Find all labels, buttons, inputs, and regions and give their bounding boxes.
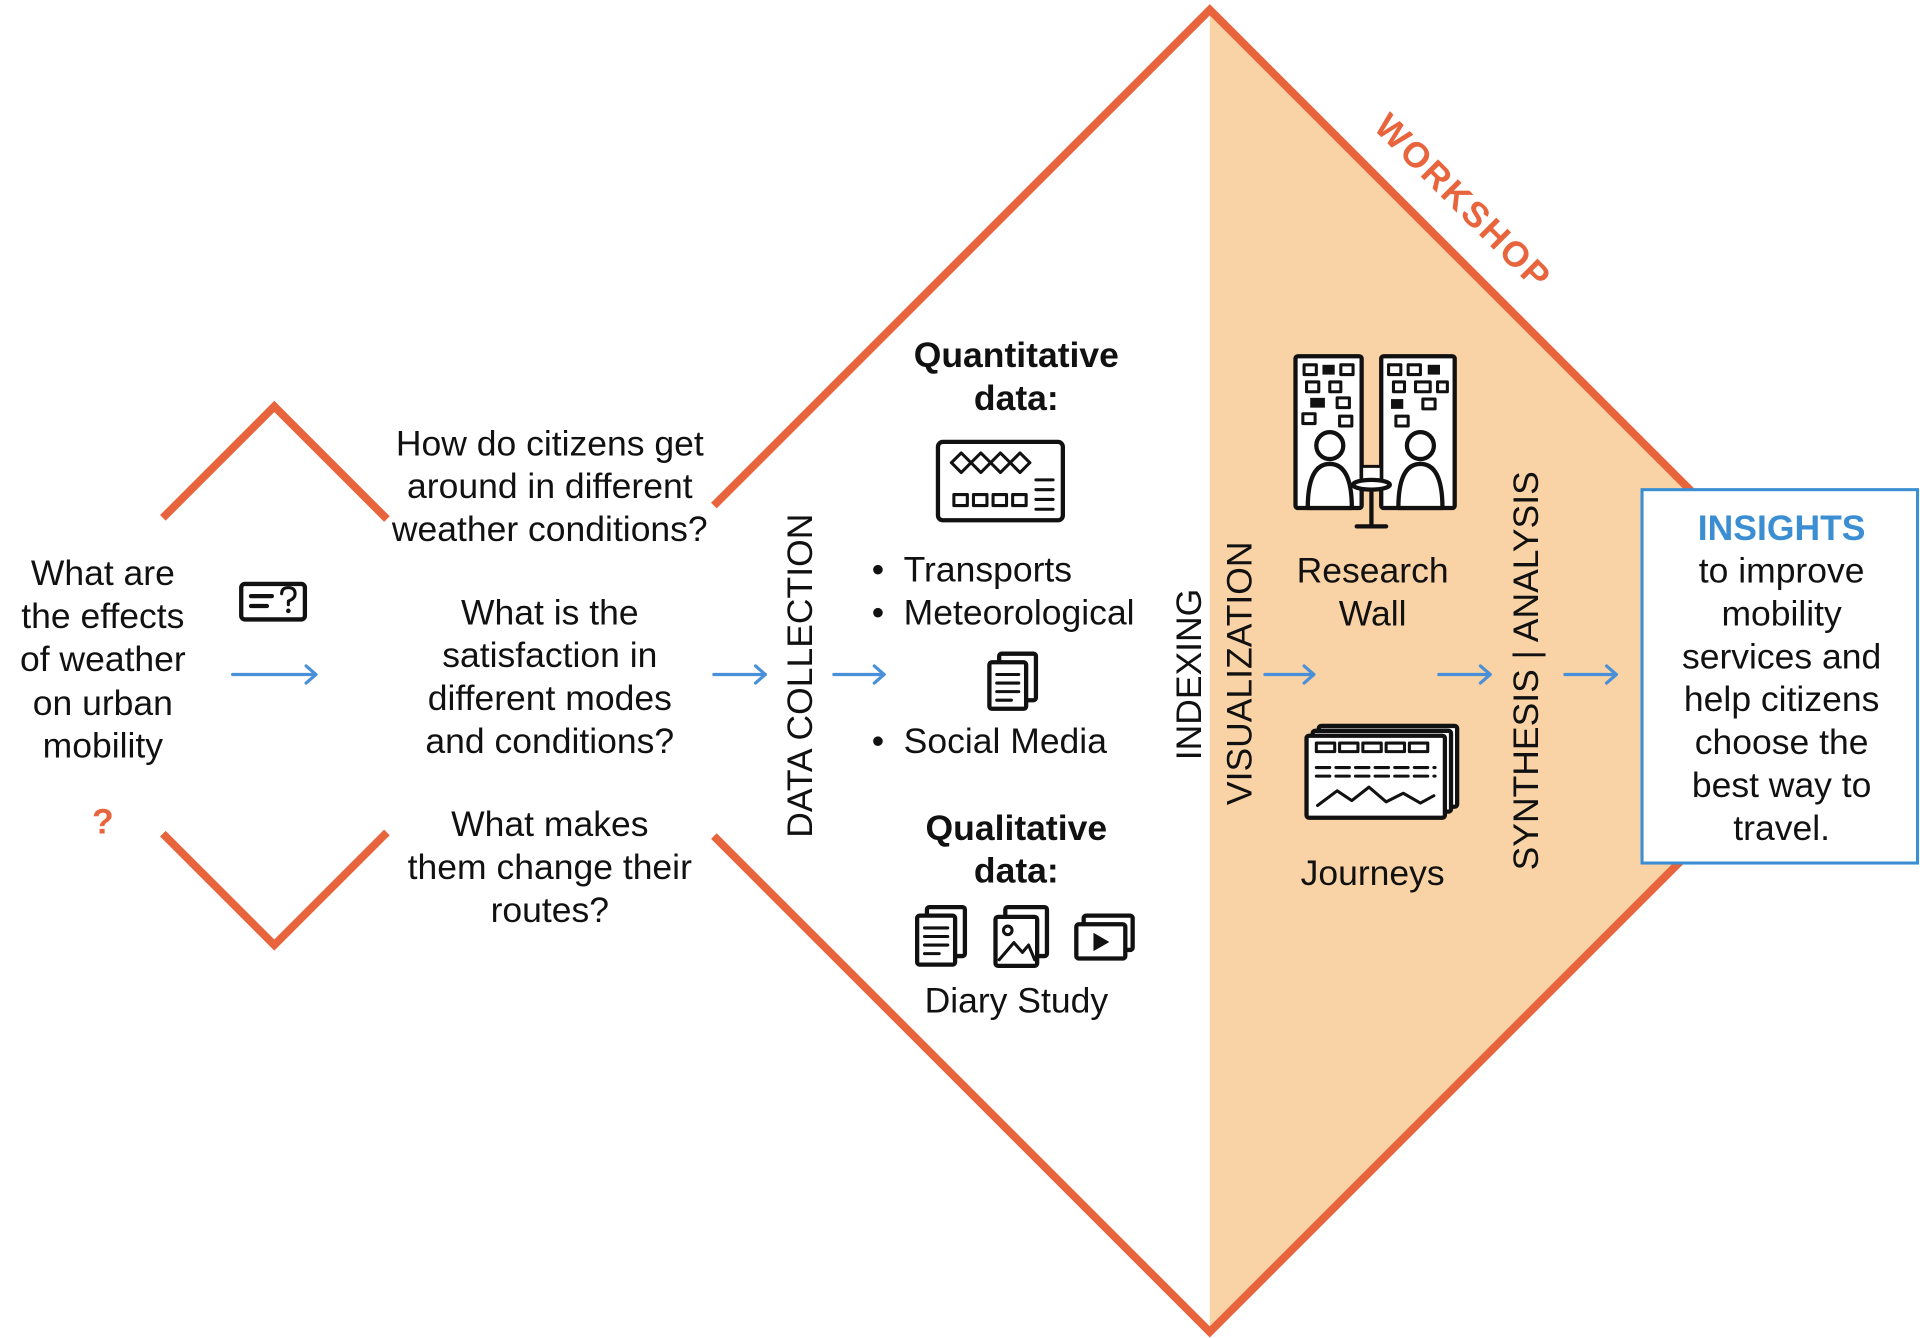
source-transports: Transports — [904, 549, 1072, 589]
question-card-icon — [239, 581, 308, 622]
person — [1314, 429, 1346, 462]
qualitative-title: data: — [974, 851, 1059, 891]
photos-icon — [993, 904, 1050, 968]
source-bullet: • — [872, 721, 884, 761]
sub-question-line: routes? — [491, 890, 609, 930]
synthesis-analysis-label: SYNTHESIS | ANALYSIS — [1506, 471, 1546, 870]
sub-question-line: around in different — [407, 466, 693, 506]
sub-question-line: What is the — [461, 592, 639, 632]
visualization-label: VISUALIZATION — [1219, 541, 1259, 805]
person — [1305, 461, 1354, 511]
insights-line: mobility — [1721, 594, 1842, 634]
insights-title: INSIGHTS — [1698, 508, 1866, 548]
research-question-mark: ? — [92, 802, 114, 842]
research-question: What are the effects of weather on urban… — [20, 553, 186, 841]
insights-frame — [1640, 488, 1920, 865]
journeys-label: Journeys — [1301, 853, 1445, 893]
flow-arrow — [231, 664, 318, 685]
qualitative-title: Qualitative — [926, 808, 1108, 848]
sub-question-line: weather conditions? — [391, 509, 708, 549]
workshop-phase-area — [1209, 9, 1872, 1332]
indexing-label: INDEXING — [1169, 589, 1209, 761]
source-social-media: Social Media — [904, 721, 1108, 761]
dashboard-chart-icon — [935, 439, 1065, 523]
sub-question-line: different modes — [428, 678, 672, 718]
sub-question-line: satisfaction in — [442, 635, 657, 675]
quantitative-title: Quantitative — [914, 335, 1119, 375]
quantitative-title: data: — [974, 378, 1059, 418]
insights-box: INSIGHTS to improve mobility services an… — [1640, 488, 1920, 865]
insights-line: help citizens — [1684, 679, 1879, 719]
videos-icon — [1074, 913, 1135, 961]
research-wall-icon — [1293, 354, 1457, 529]
flow-arrow — [832, 664, 886, 685]
flow-arrow — [1263, 664, 1316, 685]
flow-arrow — [1437, 664, 1492, 685]
insights-line: to improve — [1699, 551, 1865, 591]
sub-question-3: What makes them change their routes? — [408, 804, 692, 930]
research-question-line: on urban — [33, 683, 173, 723]
insights-line: choose the — [1695, 722, 1869, 762]
flow-arrow — [1563, 664, 1618, 685]
person — [1396, 461, 1445, 511]
research-wall-label: Wall — [1339, 594, 1407, 634]
research-question-line: mobility — [43, 726, 164, 766]
research-wall-label: Research — [1297, 551, 1449, 591]
insights-line: services and — [1682, 636, 1881, 676]
sub-question-line: What makes — [451, 804, 648, 844]
problem-diamond-outline — [160, 400, 390, 951]
source-bullet: • — [872, 592, 884, 632]
source-bullet: • — [872, 549, 884, 589]
sub-question-1: How do citizens get around in different … — [391, 423, 708, 549]
journey-map-icon — [1304, 723, 1460, 820]
sub-question-line: them change their — [408, 847, 692, 887]
insights-line: travel. — [1733, 808, 1830, 848]
source-meteorological: Meteorological — [904, 592, 1135, 632]
flow-arrow — [712, 664, 767, 685]
research-question-line: the effects — [21, 596, 184, 636]
documents-icon — [987, 651, 1039, 711]
data-collection-label: DATA COLLECTION — [780, 514, 820, 838]
research-question-line: What are — [31, 553, 175, 593]
insights-line: best way to — [1692, 765, 1872, 805]
sub-question-2: What is the satisfaction in different mo… — [425, 592, 674, 761]
diary-study-label: Diary Study — [925, 980, 1109, 1020]
sub-question-line: How do citizens get — [396, 423, 704, 463]
sub-question-line: and conditions? — [425, 721, 674, 761]
documents-icon — [915, 904, 968, 967]
research-question-line: of weather — [20, 639, 186, 679]
person — [1404, 429, 1437, 462]
